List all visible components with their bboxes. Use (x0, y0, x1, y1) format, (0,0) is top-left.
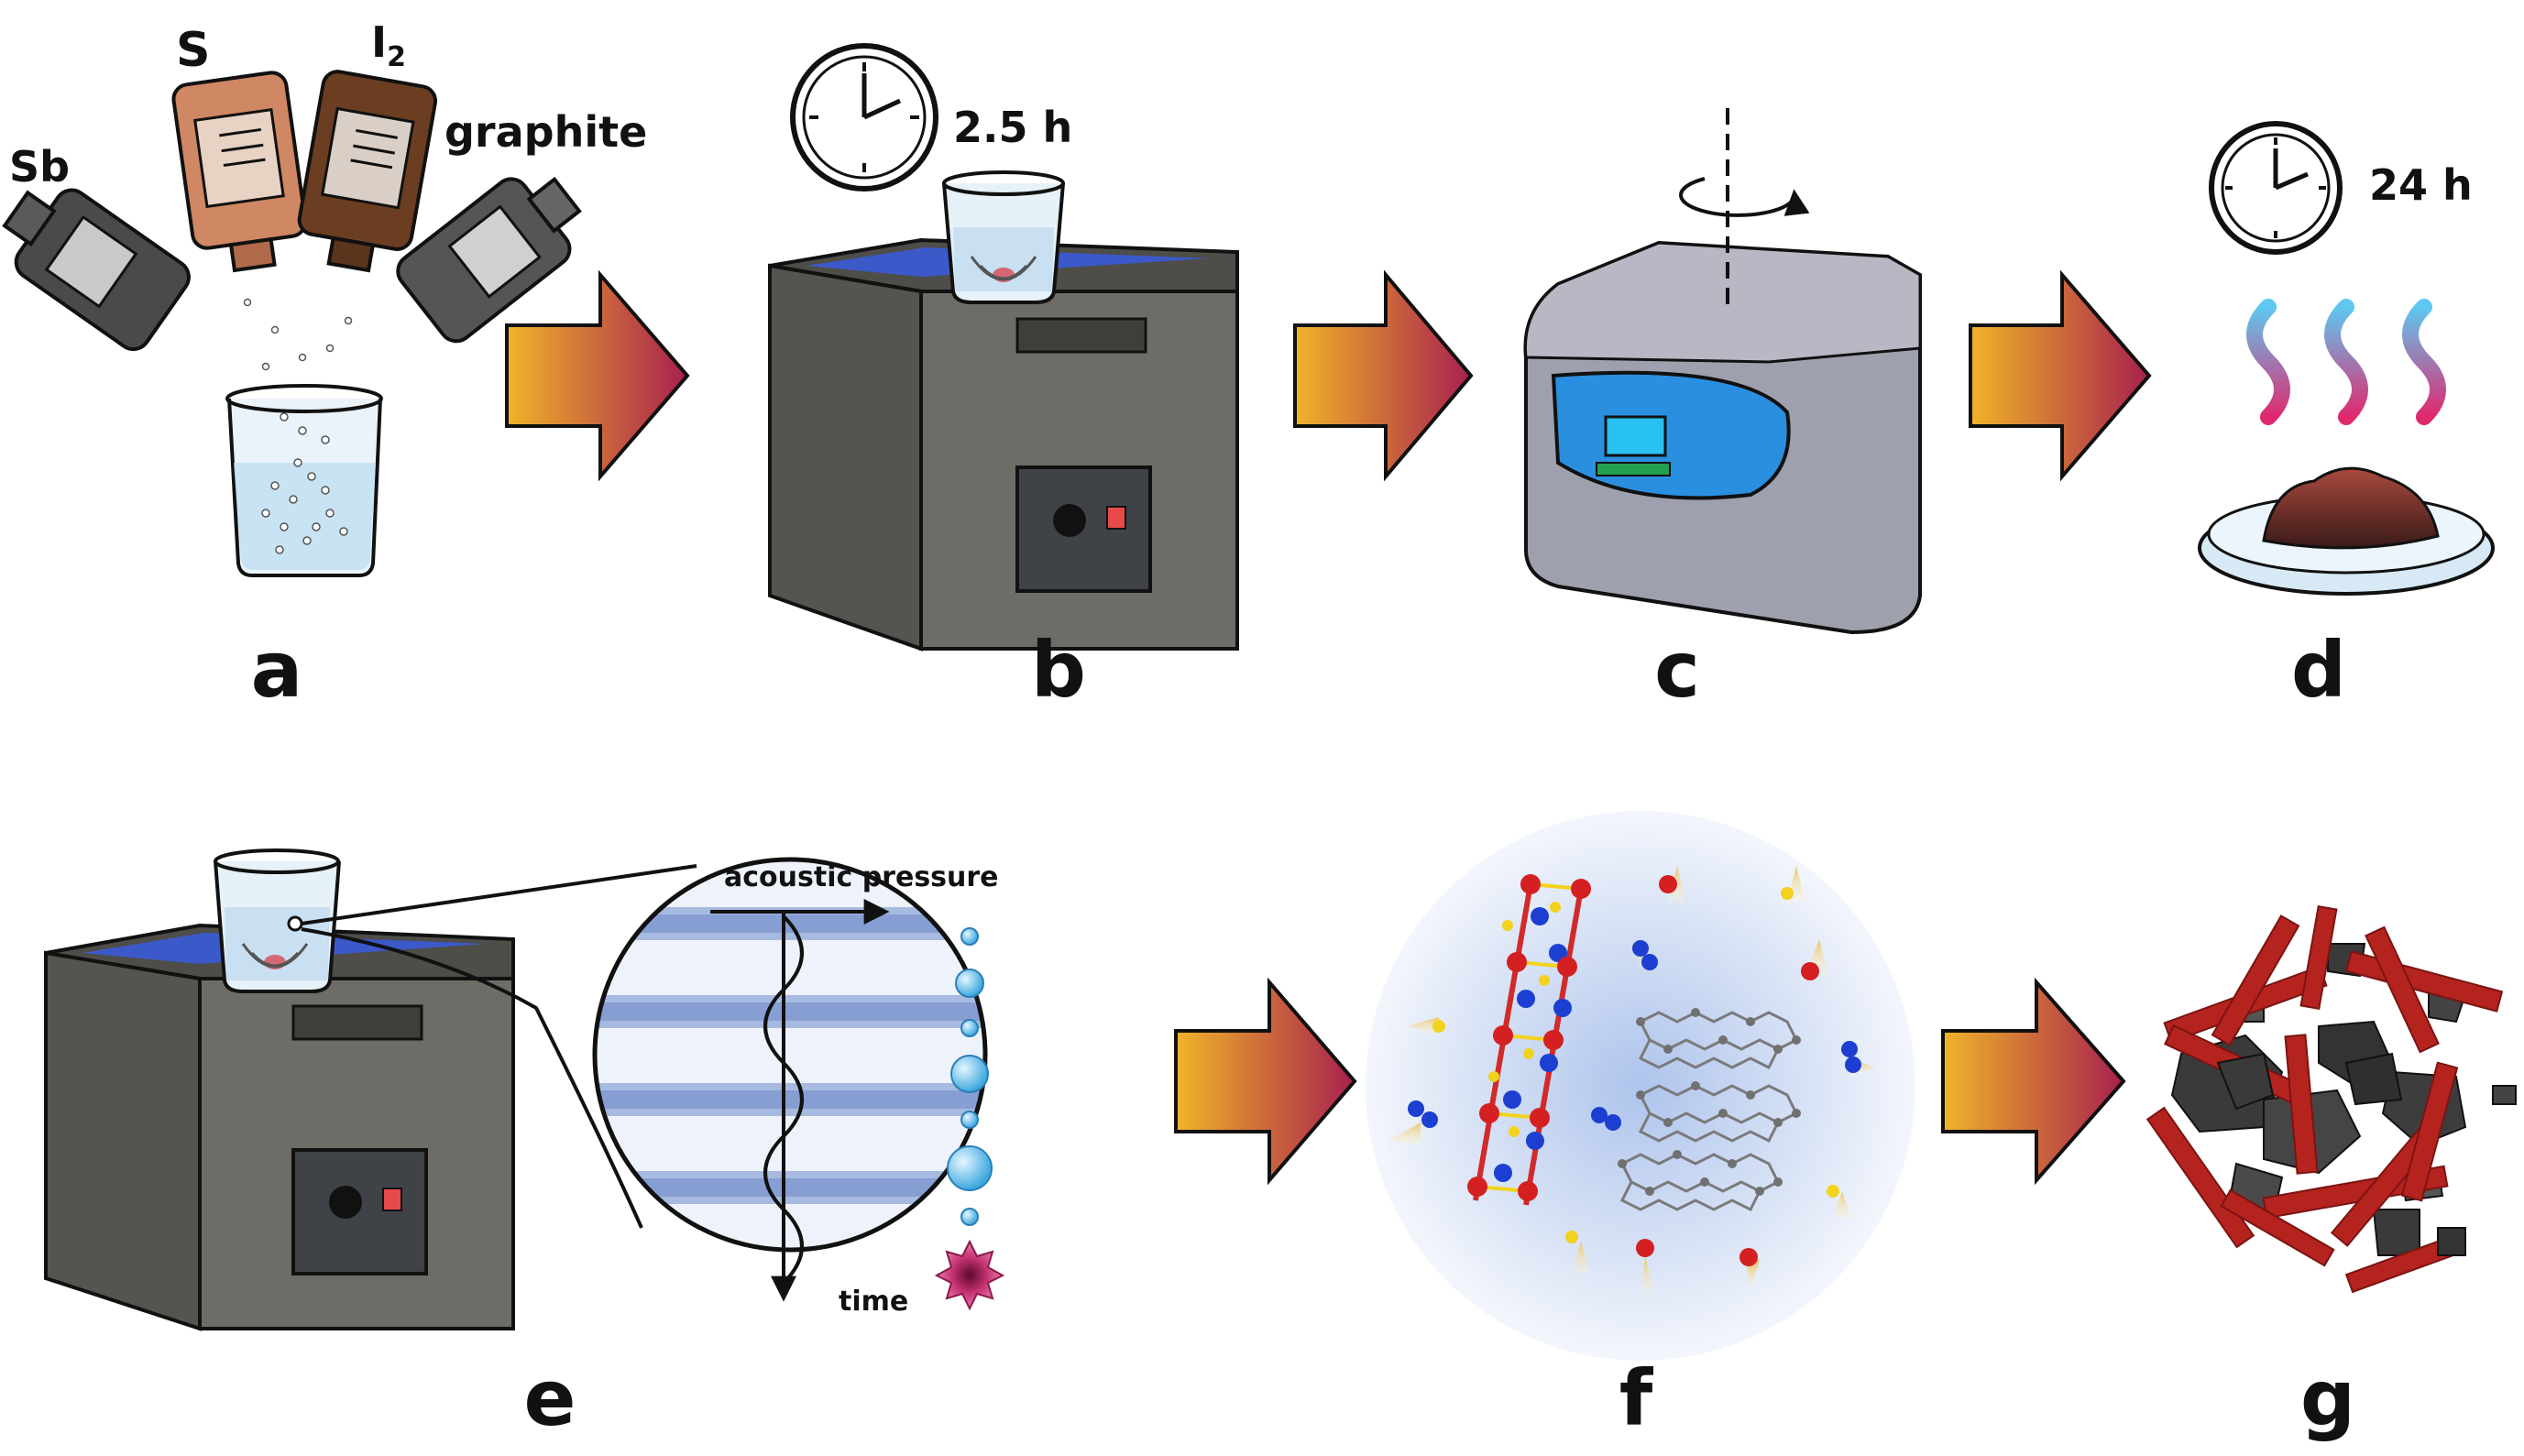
sbsi-rods (2145, 904, 2504, 1294)
panel-b-sonication: 2.5 h b (768, 43, 1239, 715)
magnifier-lines (301, 864, 697, 1229)
panel-label-b: b (1031, 625, 1086, 715)
panel-label-e: e (524, 1353, 576, 1443)
panel-e-cavitation: acoustic pressure time e (44, 848, 1005, 1443)
bath-icon (768, 170, 1239, 651)
arrow-e-f (1174, 977, 1357, 1186)
clock-icon-d (2209, 121, 2343, 255)
flying-atoms (1388, 866, 1874, 1292)
panel-label-a: a (251, 625, 303, 715)
arrow-c-d (1969, 269, 2152, 482)
arrow-b-c (1293, 269, 1474, 482)
pressure-wave (763, 914, 804, 1285)
s-label: S (176, 23, 210, 78)
b-time-label: 2.5 h (953, 103, 1072, 152)
panel-f-exfoliation: f (1366, 811, 1915, 1443)
graphite-flakes-front (2216, 1052, 2517, 1256)
i2-bottle-icon (297, 70, 438, 273)
bubble-collapse-icon (934, 1239, 1005, 1311)
arrow-f-g (1941, 977, 2126, 1186)
time-label: time (839, 1286, 908, 1318)
panel-g-composite: g (2145, 904, 2517, 1443)
process-arrows (505, 269, 2152, 1186)
cavitation-bubbles (947, 927, 993, 1226)
graphite-bottle-icon (396, 176, 582, 344)
panel-label-g: g (2300, 1353, 2355, 1443)
arrow-a-b (505, 269, 690, 482)
bath-icon-e (44, 848, 515, 1331)
panel-label-c: c (1654, 625, 1700, 715)
pressure-label: acoustic pressure (724, 861, 999, 893)
graphite-label: graphite (444, 107, 647, 157)
s-bottle-icon (171, 71, 308, 273)
petri-dish-icon (2198, 466, 2495, 596)
panel-a-reagents: Sb S I2 graphite a (2, 17, 647, 715)
sb-bottle-icon (2, 188, 191, 352)
sb-label: Sb (9, 142, 70, 192)
panel-c-centrifuge: c (1523, 108, 1922, 715)
clock-icon-b (790, 43, 938, 192)
cavitation-lens: acoustic pressure time (592, 857, 1005, 1318)
d-time-label: 24 h (2369, 160, 2473, 210)
i2-label: I2 (371, 17, 406, 73)
steam-icon (2246, 299, 2446, 425)
panel-d-drying: 24 h d (2198, 121, 2495, 715)
sbsi-chain (1467, 874, 1591, 1206)
panel-label-d: d (2291, 625, 2346, 715)
centrifuge-icon (1523, 108, 1922, 635)
beaker-icon (225, 298, 383, 577)
panel-label-f: f (1619, 1353, 1654, 1443)
graphene-atoms (1618, 1008, 1801, 1196)
